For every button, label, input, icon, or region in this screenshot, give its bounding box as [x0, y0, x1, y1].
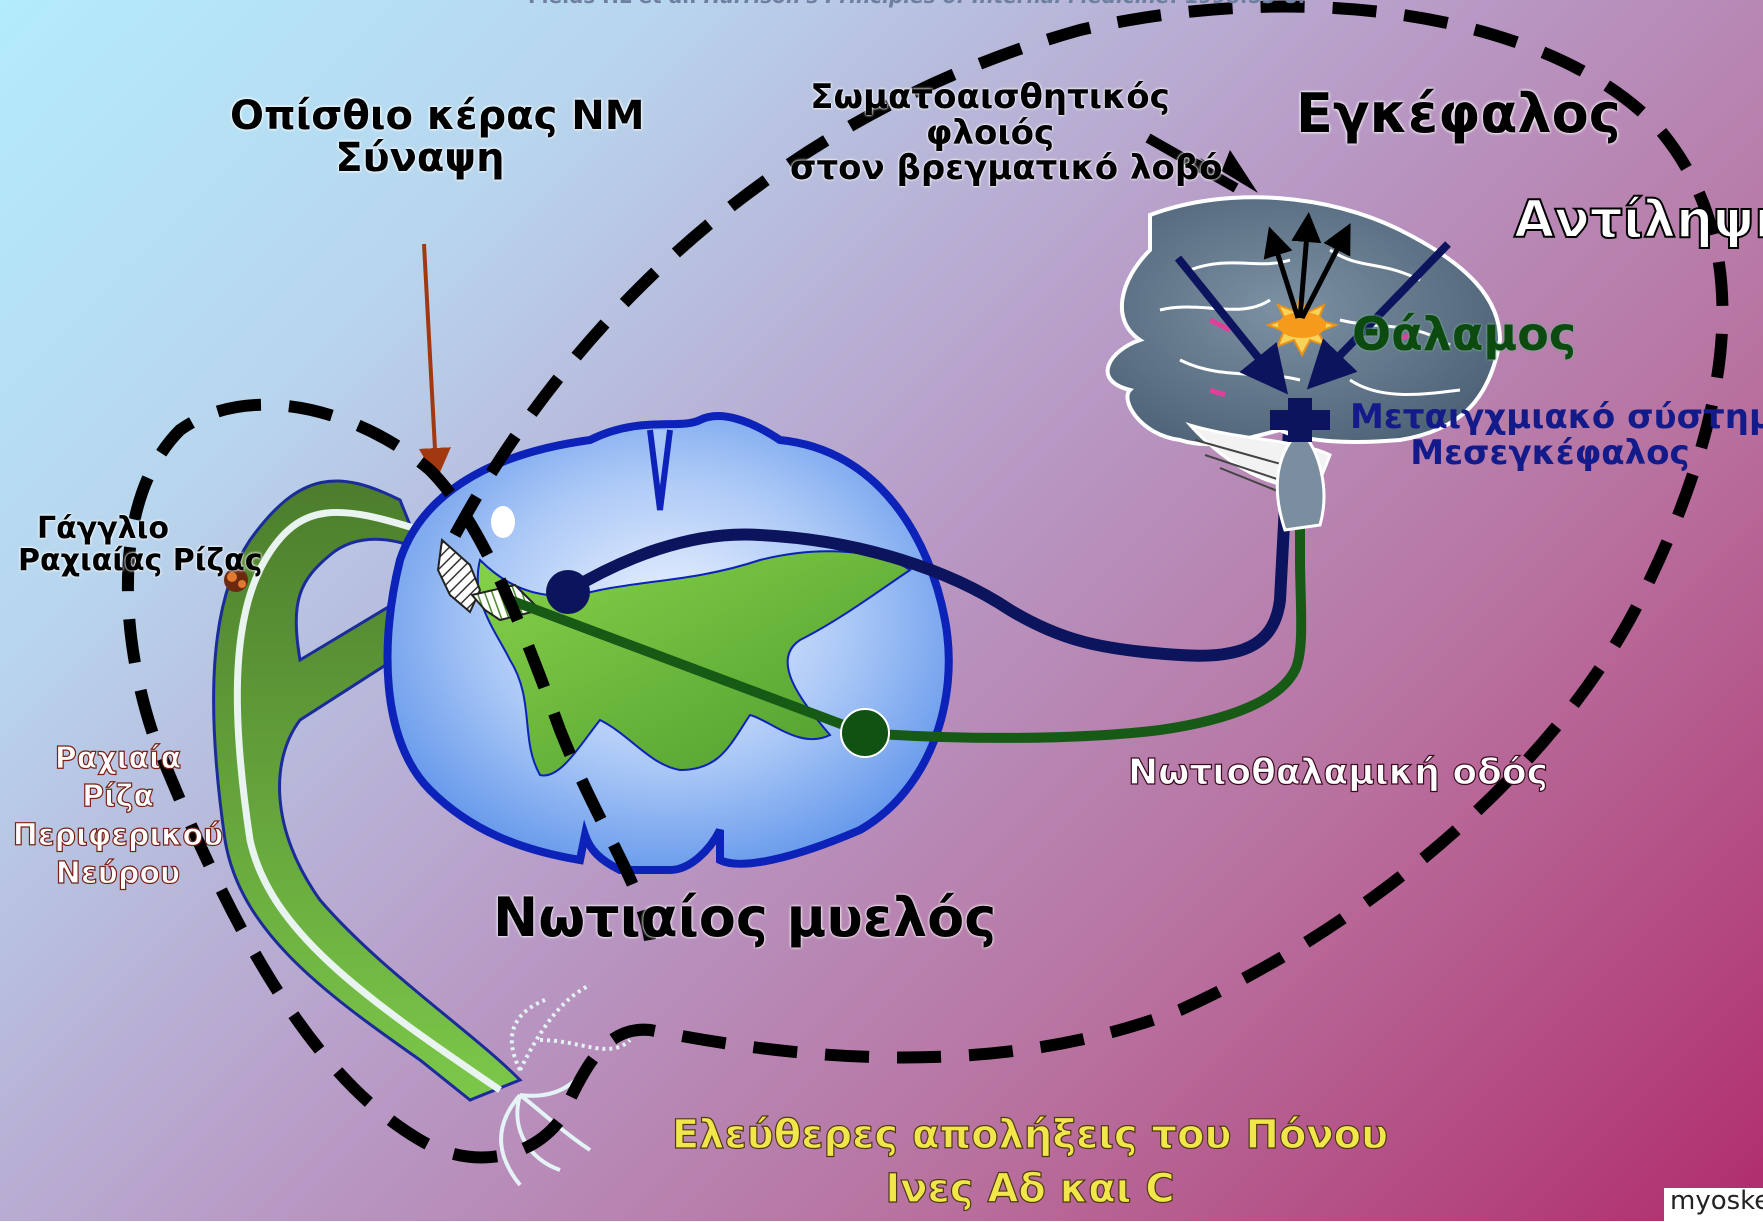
spinal-cord-section [388, 416, 949, 870]
dorsal-horn-label: Οπίσθιο κέρας ΝΜ Σύναψη [230, 95, 610, 179]
drg-line1: Γάγγλιο [18, 513, 188, 545]
cortex-line1: Σωματοαισθητικός [790, 80, 1190, 116]
cortex-line2: φλοιός [790, 116, 1190, 152]
dorsal-root-line4: Νεύρου [0, 855, 236, 893]
dorsal-root-line2: Ρίζα [0, 778, 236, 816]
dorsal-root-label: Ραχιαία Ρίζα Περιφερικού Νεύρου [0, 740, 236, 894]
synapse-pointer-arrow [424, 244, 436, 468]
limbic-label: Μεταιγχμιακό σύστημα Μεσεγκέφαλος [1350, 400, 1750, 471]
free-nerve-endings [501, 985, 630, 1185]
spinal-cord-label: Νωτιαίος μυελός [493, 890, 996, 947]
limbic-line2: Μεσεγκέφαλος [1350, 436, 1750, 472]
citation-journal: Harrison's Principles of Internal Medici… [704, 0, 1170, 8]
citation-authors: Fields HL et al. [528, 0, 697, 8]
second-order-neuron-body-icon [841, 709, 889, 757]
cortex-line3: στον βρεγματικό λοβό [790, 151, 1190, 187]
watermark-logo: myoske [1664, 1188, 1763, 1222]
drg-label: Γάγγλιο Ραχιαίας Ρίζας [18, 513, 188, 576]
drg-line2: Ραχιαίας Ρίζας [18, 545, 188, 577]
dorsal-neuron-body-icon [546, 570, 590, 614]
citation: Fields HL et al. Harrison's Principles o… [528, 0, 1305, 7]
free-endings-line1: Ελεύθερες απολήξεις του Πόνου [640, 1108, 1420, 1162]
thalamus-label: Θάλαμος [1352, 310, 1576, 358]
limbic-line1: Μεταιγχμιακό σύστημα [1350, 400, 1750, 436]
dorsal-root-line3: Περιφερικού [0, 817, 236, 855]
free-endings-line2: Ινες Αδ και C [640, 1162, 1420, 1216]
dorsal-horn-line2: Σύναψη [230, 137, 610, 179]
citation-year: 1998:53-8. [1184, 0, 1305, 8]
brain-label: Εγκέφαλος [1296, 86, 1621, 143]
perception-label: Αντίληψη [1514, 193, 1763, 248]
free-endings-label: Ελεύθερες απολήξεις του Πόνου Ινες Αδ κα… [640, 1108, 1420, 1216]
dorsal-root-line1: Ραχιαία [0, 740, 236, 778]
dorsal-horn-line1: Οπίσθιο κέρας ΝΜ [230, 95, 610, 137]
cortex-label: Σωματοαισθητικός φλοιός στον βρεγματικό … [790, 80, 1190, 187]
spinothalamic-label: Νωτιοθαλαμική οδός [1128, 754, 1548, 792]
